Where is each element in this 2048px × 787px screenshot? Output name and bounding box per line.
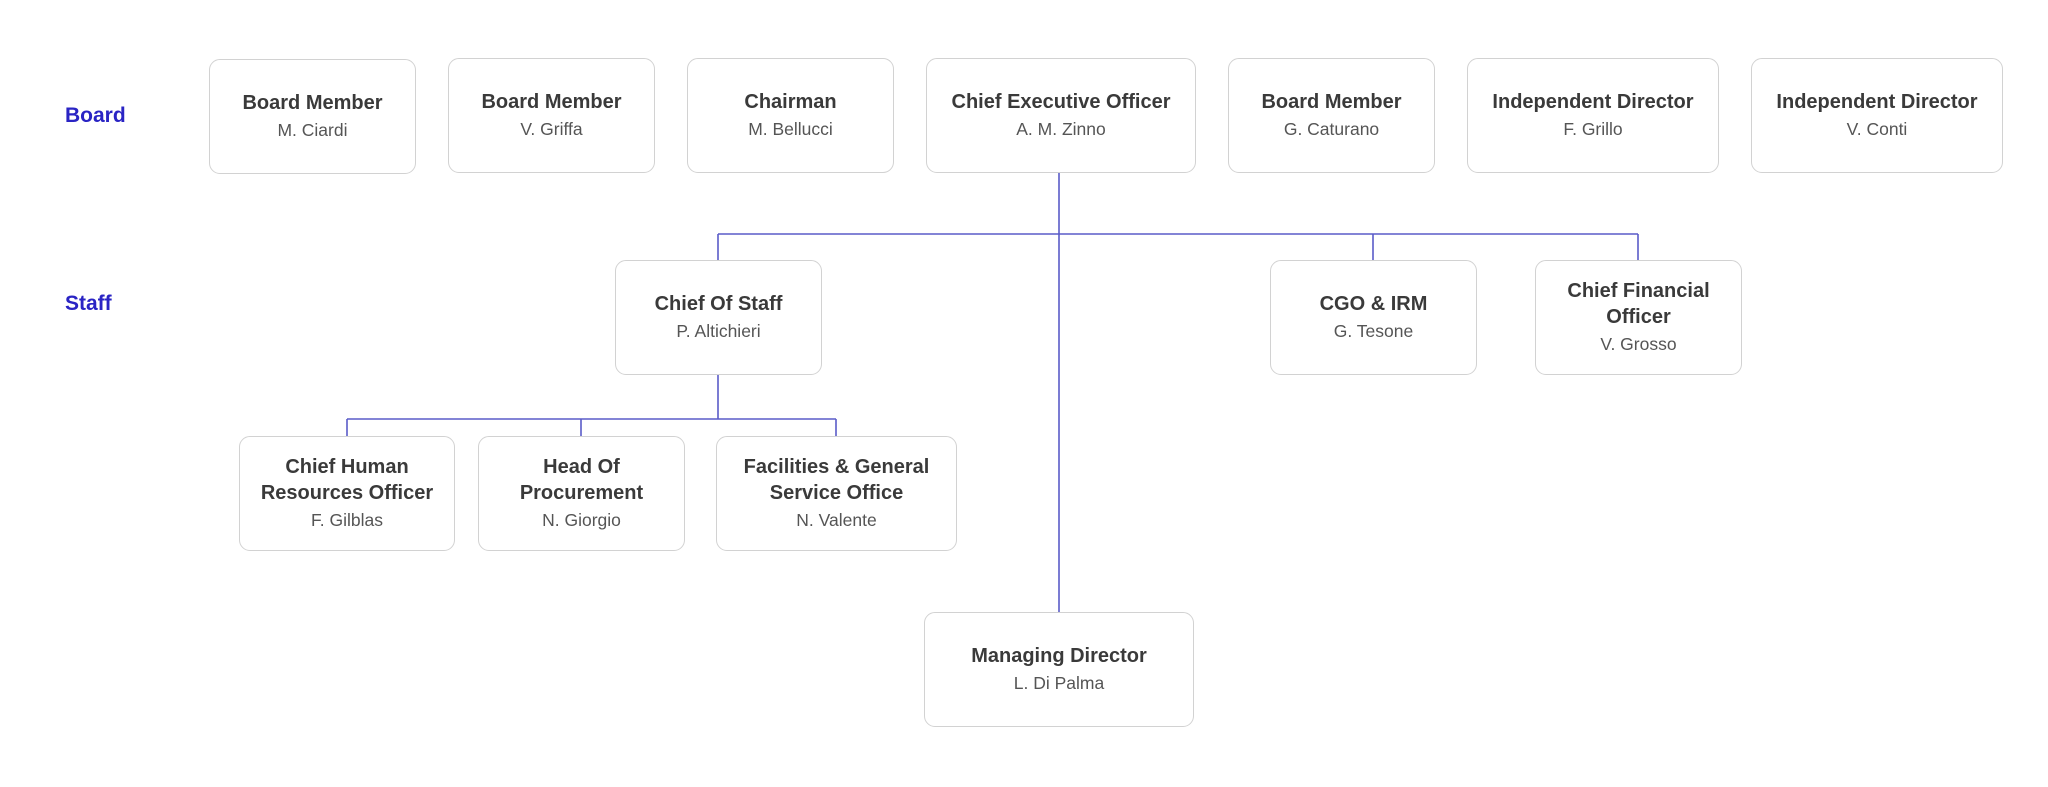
person-name: M. Bellucci xyxy=(748,119,833,139)
org-box-chro[interactable]: Chief Human Resources Officer F. Gilblas xyxy=(239,436,455,551)
role-title: Chief Executive Officer xyxy=(951,91,1171,113)
person-name: A. M. Zinno xyxy=(1016,119,1106,139)
role-title: Chief Human Resources Officer xyxy=(260,456,434,504)
person-name: G. Caturano xyxy=(1283,119,1380,139)
org-box-facilities-general-service[interactable]: Facilities & General Service Office N. V… xyxy=(716,436,957,551)
org-box-ceo[interactable]: Chief Executive Officer A. M. Zinno xyxy=(926,58,1196,173)
role-title: Independent Director xyxy=(1492,91,1694,113)
org-box-cgo-irm[interactable]: CGO & IRM G. Tesone xyxy=(1270,260,1477,375)
org-box-chief-of-staff[interactable]: Chief Of Staff P. Altichieri xyxy=(615,260,822,375)
person-name: F. Gilblas xyxy=(311,510,383,530)
org-box-independent-director-grillo[interactable]: Independent Director F. Grillo xyxy=(1467,58,1719,173)
role-title: Chairman xyxy=(744,91,837,113)
role-title: Board Member xyxy=(1261,91,1402,113)
role-title: Chief Of Staff xyxy=(654,293,783,315)
role-title: Managing Director xyxy=(971,645,1147,667)
person-name: G. Tesone xyxy=(1333,321,1414,341)
org-box-cfo[interactable]: Chief Financial Officer V. Grosso xyxy=(1535,260,1742,375)
org-box-board-member-caturano[interactable]: Board Member G. Caturano xyxy=(1228,58,1435,173)
person-name: P. Altichieri xyxy=(676,321,761,341)
role-title: Facilities & General Service Office xyxy=(743,456,930,504)
row-label-staff: Staff xyxy=(65,292,112,315)
person-name: N. Valente xyxy=(796,510,877,530)
role-title: Chief Financial Officer xyxy=(1567,280,1710,328)
org-box-independent-director-conti[interactable]: Independent Director V. Conti xyxy=(1751,58,2003,173)
person-name: V. Grosso xyxy=(1600,334,1677,354)
role-title: CGO & IRM xyxy=(1319,293,1428,315)
role-title: Board Member xyxy=(481,91,622,113)
role-title: Board Member xyxy=(242,92,383,114)
org-box-managing-director[interactable]: Managing Director L. Di Palma xyxy=(924,612,1194,727)
person-name: F. Grillo xyxy=(1563,119,1623,139)
org-box-chairman[interactable]: Chairman M. Bellucci xyxy=(687,58,894,173)
org-box-head-of-procurement[interactable]: Head Of Procurement N. Giorgio xyxy=(478,436,685,551)
person-name: L. Di Palma xyxy=(1013,673,1105,693)
person-name: N. Giorgio xyxy=(542,510,621,530)
person-name: V. Conti xyxy=(1846,119,1908,139)
role-title: Head Of Procurement xyxy=(519,456,644,504)
role-title: Independent Director xyxy=(1776,91,1978,113)
person-name: M. Ciardi xyxy=(277,120,348,140)
person-name: V. Griffa xyxy=(520,119,583,139)
org-box-board-member-ciardi[interactable]: Board Member M. Ciardi xyxy=(209,59,416,174)
row-label-board: Board xyxy=(65,104,126,127)
org-box-board-member-griffa[interactable]: Board Member V. Griffa xyxy=(448,58,655,173)
